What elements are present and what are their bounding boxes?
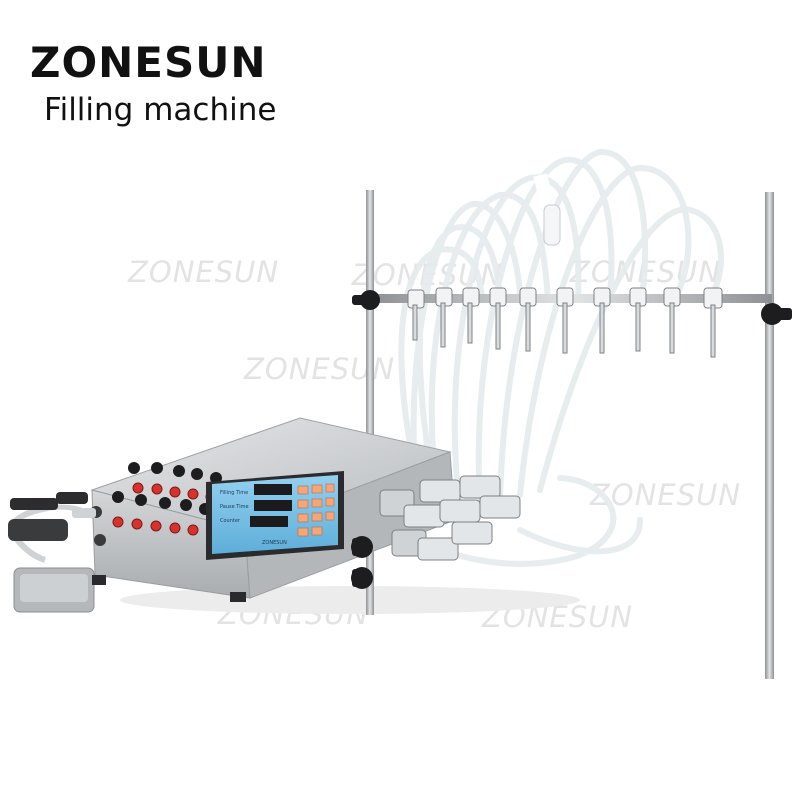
rod-clamps xyxy=(351,536,373,589)
product-subtitle: Filling machine xyxy=(44,92,277,128)
panel-label-counter: Counter xyxy=(220,518,241,524)
silicone-tubes xyxy=(397,148,725,567)
panel-label-pause-time: Pause Time xyxy=(220,504,249,510)
panel-label-filling-time: Filling Time xyxy=(220,490,248,496)
panel-brand: ZONESUN xyxy=(262,540,287,546)
brand-title: ZONESUN xyxy=(30,38,267,87)
right-stand-rod xyxy=(765,192,774,679)
nozzle-bar-clamp xyxy=(352,290,792,325)
control-buttons xyxy=(90,462,222,546)
control-panel: Filling Time Pause Time Counter ZONESUN xyxy=(206,471,344,560)
inlet-connectors xyxy=(10,492,96,518)
left-stand-rod xyxy=(366,190,374,615)
foot-pedal xyxy=(8,504,99,613)
pump-heads xyxy=(379,475,521,561)
floor-shadow xyxy=(120,586,580,614)
tube-clamp xyxy=(543,204,561,246)
filling-nozzles xyxy=(407,287,723,358)
